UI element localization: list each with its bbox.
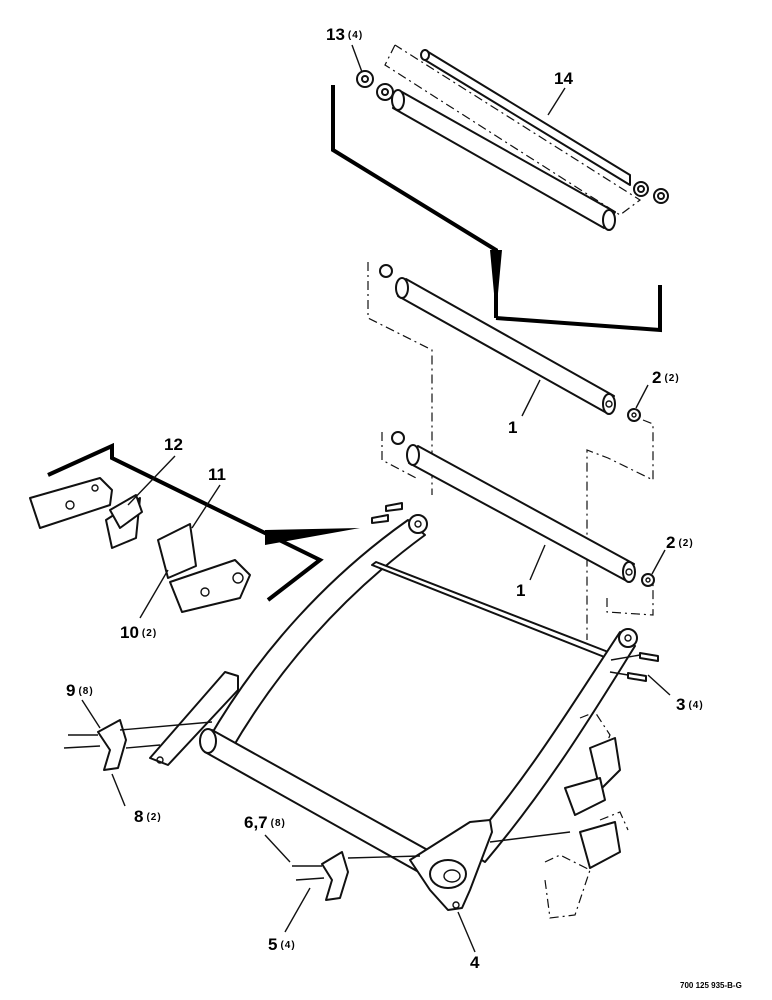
detail-bracket-top — [331, 85, 662, 333]
inset-bracket-12 — [29, 477, 143, 549]
callout-14: 14 — [554, 69, 573, 88]
lower-roller-1 — [381, 431, 655, 616]
callout-2-lower: 2(2) — [666, 533, 694, 552]
upper-roller-1 — [367, 262, 654, 640]
callout-13: 13(4) — [326, 25, 363, 44]
bearing-13-c — [633, 181, 649, 197]
washer-2-b — [641, 573, 655, 587]
bearing-13-b — [376, 83, 394, 101]
callout-3: 3(4) — [676, 695, 704, 714]
bearing-13-d — [653, 188, 669, 204]
left-arm — [207, 519, 426, 753]
callout-1-upper: 1 — [508, 418, 517, 437]
bearing-13-a — [356, 70, 374, 88]
figure-reference-code: 700 125 935-B-G — [680, 981, 742, 990]
callout-1-lower: 1 — [516, 581, 525, 600]
callout-10: 10(2) — [120, 623, 157, 642]
washer-2-a — [627, 408, 641, 422]
callout-6-7: 6,7(8) — [244, 813, 286, 832]
alternate-roller-assembly — [356, 44, 669, 231]
arm-frame — [149, 514, 638, 911]
clamp-8 — [63, 719, 213, 771]
right-arm — [464, 631, 636, 863]
callout-11: 11 — [208, 465, 226, 484]
detail-bracket-left — [47, 442, 360, 602]
callout-12: 12 — [164, 435, 183, 454]
inset-bracket-11 — [157, 523, 251, 613]
cross-rod — [371, 561, 617, 661]
callout-5: 5(4) — [268, 935, 296, 954]
callout-8: 8(2) — [134, 807, 162, 826]
pivot-tube — [204, 729, 443, 881]
left-pivot-plate — [149, 671, 239, 766]
leader-lines — [81, 44, 671, 953]
callout-9: 9(8) — [66, 681, 94, 700]
clamp-5 — [292, 831, 571, 901]
callout-labels: 13(4) 14 2(2) 1 12 11 2(2) 1 10(2) 9(8) … — [66, 25, 704, 972]
bolts-3 — [371, 502, 659, 682]
callout-2-upper: 2(2) — [652, 368, 680, 387]
callout-4: 4 — [470, 953, 480, 972]
mounting-detail-right — [544, 711, 629, 919]
